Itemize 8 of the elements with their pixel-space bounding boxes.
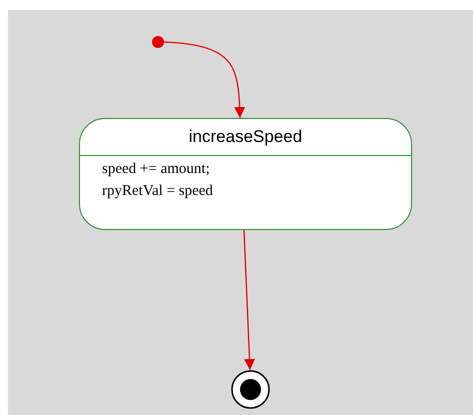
state-action: speed += amount; [102,161,210,178]
transition-arrow [164,41,246,118]
state-name: increaseSpeed [188,127,304,147]
initial-state-dot [152,36,164,48]
state-action: rpyRetVal = speed [102,183,213,200]
transition-arrow [243,230,256,370]
final-state-symbol [231,370,270,409]
state-box [79,118,412,230]
